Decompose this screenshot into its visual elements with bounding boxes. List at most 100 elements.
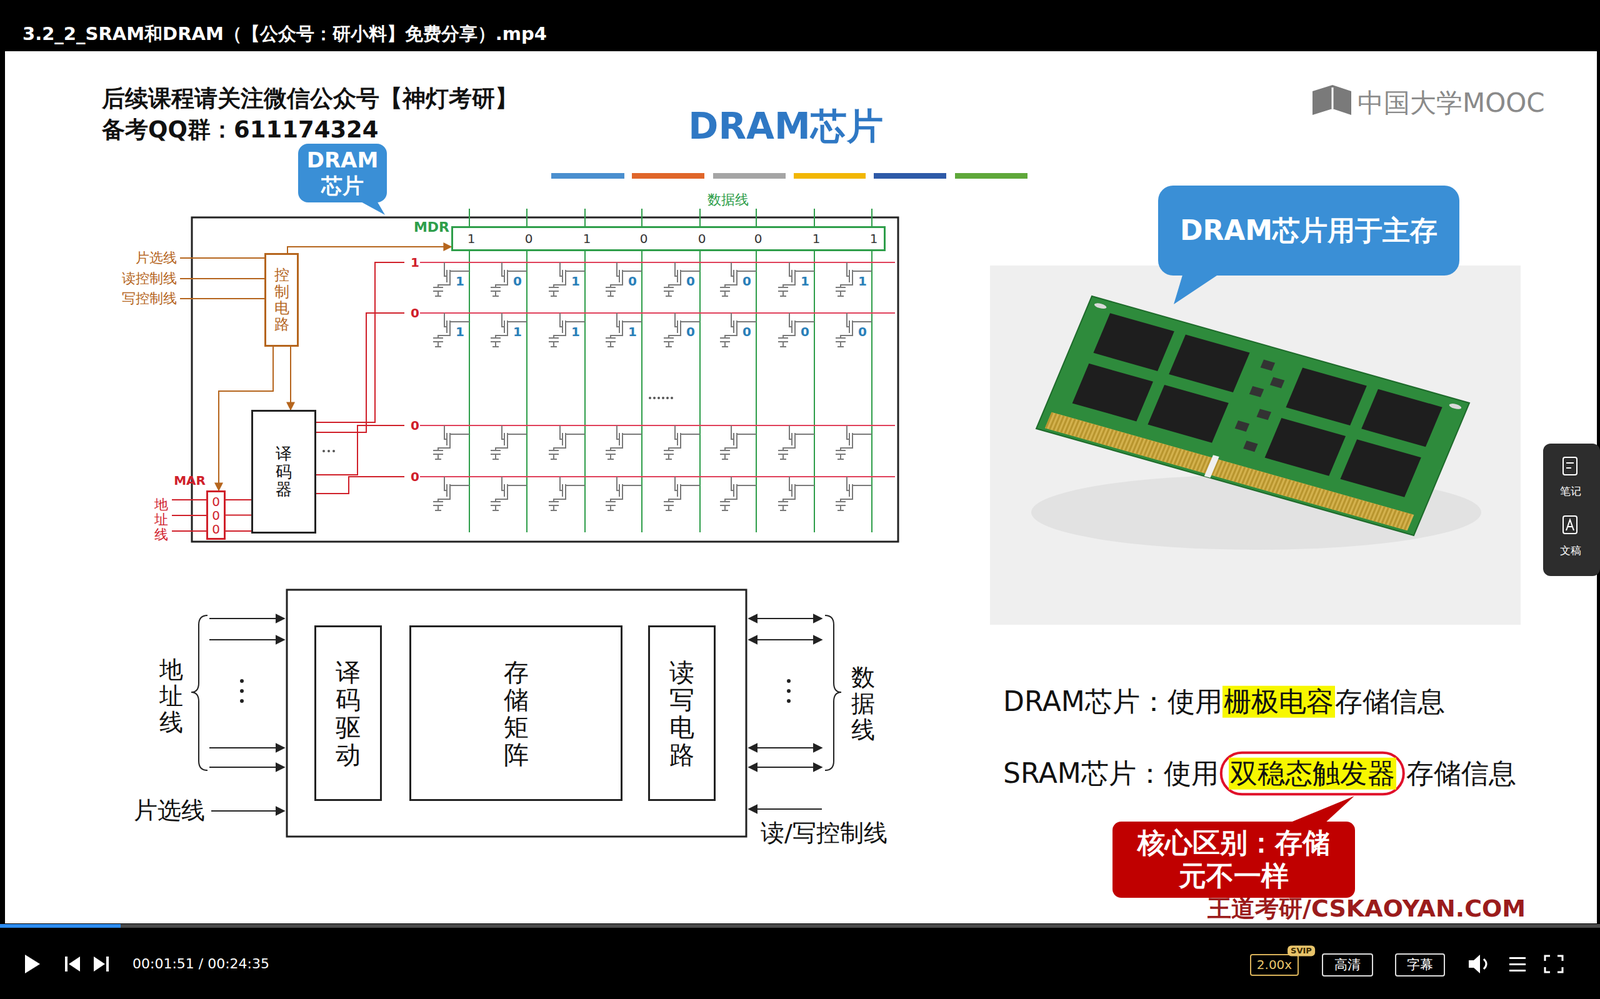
slide-title: DRAM芯片 bbox=[688, 105, 883, 148]
speed-button: 2.00x bbox=[1250, 954, 1299, 977]
progress-bar bbox=[0, 924, 1600, 929]
memory-cell-symbols bbox=[433, 262, 872, 511]
control-signal-wires bbox=[180, 278, 265, 280]
block-diagram bbox=[209, 618, 285, 620]
row-select-value: 0 bbox=[410, 306, 420, 321]
panel-button-text: 笔记 bbox=[1560, 485, 1582, 499]
ram-photo bbox=[1256, 408, 1272, 420]
control-circuit-box: 控制电路 bbox=[264, 253, 299, 347]
mooc-logo-icon bbox=[1312, 85, 1352, 115]
side-panel bbox=[1566, 520, 1574, 531]
control-signal-wires bbox=[180, 298, 265, 300]
color-bars bbox=[551, 173, 1028, 179]
callout-bubble: DRAM芯片用于主存 bbox=[1158, 185, 1460, 276]
ram-photo bbox=[1147, 385, 1229, 444]
decoder-driver-box: 译码驱动 bbox=[314, 625, 382, 802]
storage-matrix-box: 存储矩阵 bbox=[409, 625, 623, 802]
vertical-dots bbox=[786, 699, 791, 704]
panel-button-text: 文稿 bbox=[1560, 545, 1582, 558]
data-bit-lines bbox=[469, 208, 872, 533]
signal-label: 片选线 bbox=[133, 797, 205, 825]
register-bit: 0 bbox=[525, 231, 534, 247]
slide-background bbox=[5, 51, 1597, 924]
ellipsis-dots bbox=[670, 396, 674, 400]
cell-value: 1 bbox=[513, 325, 522, 340]
row-select-value: 1 bbox=[410, 255, 420, 270]
ram-photo bbox=[1260, 360, 1275, 372]
data-bit-lines bbox=[468, 251, 470, 533]
memory-cell-symbols bbox=[490, 313, 527, 347]
data-bit-lines bbox=[699, 251, 701, 533]
read-write-circuit-box: 读写电路 bbox=[648, 625, 716, 802]
cell-value: 1 bbox=[455, 274, 465, 289]
block-diagram bbox=[211, 810, 285, 812]
ram-photo bbox=[1340, 439, 1421, 498]
ram-photo bbox=[1036, 296, 1470, 536]
vertical-dots bbox=[240, 689, 244, 694]
signal-label: 片选线 bbox=[135, 250, 177, 266]
watermark-text: 备考QQ群：611174324 bbox=[101, 116, 379, 144]
ellipsis-dots bbox=[322, 450, 325, 453]
slide-background bbox=[5, 51, 1597, 924]
side-panel: 笔记文稿 bbox=[1543, 443, 1598, 577]
cell-value: 1 bbox=[628, 325, 637, 340]
memory-cell-symbols bbox=[605, 476, 642, 511]
register-bit: 1 bbox=[583, 231, 592, 247]
data-bit-lines bbox=[584, 251, 586, 533]
side-panel bbox=[1543, 443, 1600, 577]
ram-photo bbox=[1168, 334, 1250, 393]
block-diagram bbox=[191, 615, 208, 771]
highlighted-term: 栅极电容 bbox=[1222, 686, 1335, 719]
block-diagram bbox=[748, 639, 822, 641]
progress-bar bbox=[0, 924, 1600, 929]
data-bit-lines bbox=[641, 251, 643, 533]
word-select-lines bbox=[420, 312, 895, 314]
ellipsis-dots bbox=[661, 396, 665, 400]
memory-cell-symbols bbox=[663, 313, 700, 347]
video-title: 3.2_2_SRAM和DRAM（【公众号：研小料】免费分享）.mp4 bbox=[22, 23, 547, 45]
highlight-loop bbox=[1221, 753, 1404, 795]
register-bit: 0 bbox=[754, 231, 763, 247]
ram-photo bbox=[1048, 420, 1411, 523]
address-wires bbox=[171, 515, 207, 517]
ram-photo bbox=[1270, 377, 1285, 389]
address-wires bbox=[225, 530, 252, 532]
register-bit: 0 bbox=[211, 508, 220, 523]
cell-value: 0 bbox=[858, 325, 867, 340]
register-bit: 1 bbox=[812, 231, 821, 247]
memory-cell-symbols bbox=[433, 313, 470, 347]
box-text: 2.00x bbox=[1256, 958, 1292, 973]
player-controls bbox=[1509, 970, 1526, 972]
cell-value: 1 bbox=[571, 325, 580, 340]
box-text: 字幕 bbox=[1406, 957, 1434, 973]
vertical-dots bbox=[786, 679, 791, 684]
color-bars bbox=[631, 173, 705, 179]
cell-value: 1 bbox=[858, 274, 867, 289]
ram-photo bbox=[1036, 296, 1470, 536]
block-diagram bbox=[191, 590, 842, 837]
player-controls bbox=[25, 955, 40, 974]
memory-cell-symbols bbox=[490, 262, 527, 297]
address-wires bbox=[171, 499, 207, 501]
memory-cell-symbols bbox=[835, 313, 872, 347]
mdr-register: MDR10100011 bbox=[451, 226, 886, 252]
color-bars bbox=[873, 173, 947, 179]
mooc-logo-icon bbox=[1331, 87, 1334, 109]
bus-label: 地址线 bbox=[159, 657, 184, 736]
subtitle-button: 字幕 bbox=[1395, 953, 1445, 977]
memory-cell-symbols bbox=[433, 262, 470, 297]
player-controls bbox=[1545, 956, 1563, 973]
ellipsis-dots bbox=[327, 450, 330, 453]
progress-bar bbox=[0, 924, 121, 929]
player-controls bbox=[1509, 957, 1526, 960]
box-text: 读写电路 bbox=[669, 658, 695, 769]
ram-photo bbox=[1093, 302, 1108, 310]
ram-photo bbox=[1045, 412, 1415, 532]
row-select-value: 0 bbox=[410, 470, 420, 485]
block-diagram bbox=[209, 766, 285, 769]
address-wires bbox=[316, 313, 405, 433]
cell-value: 0 bbox=[742, 274, 752, 289]
cell-value: 1 bbox=[800, 274, 810, 289]
box-text: 核心区别：存储元不一样 bbox=[1125, 826, 1343, 894]
memory-cell-symbols bbox=[605, 313, 642, 347]
